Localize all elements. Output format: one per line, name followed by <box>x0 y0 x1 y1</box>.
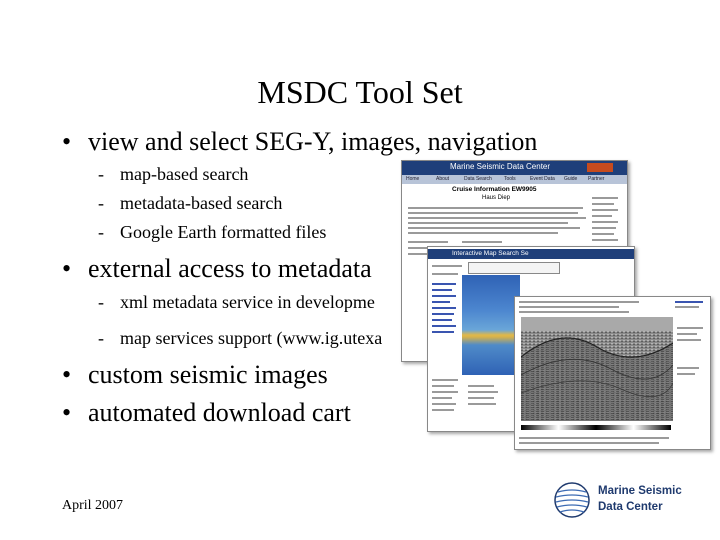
map-view <box>462 275 520 375</box>
cruise-heading: Cruise Information EW9905 <box>452 186 537 193</box>
msdc-logo <box>554 482 590 518</box>
bullet-custom-images: • custom seismic images <box>62 360 328 390</box>
bullet-marker: • <box>62 398 72 427</box>
bullet-text: external access to metadata <box>88 254 372 283</box>
bullet-marker: • <box>62 254 72 283</box>
bullet-text: custom seismic images <box>88 360 328 389</box>
sub-item: -map-based search <box>98 164 248 185</box>
site-title: Marine Seismic Data Center <box>450 162 551 171</box>
nav-home: Home <box>406 176 420 182</box>
slide-title: MSDC Tool Set <box>257 74 463 110</box>
bullet-text: view and select SEG-Y, images, navigatio… <box>88 127 538 156</box>
nav-guide: Guide <box>564 176 578 182</box>
logo-text-line1: Marine Seismic <box>598 485 682 497</box>
sub-item-text: map-based search <box>120 164 249 184</box>
sub-item-text: map services support (www.ig.utexa <box>120 328 383 348</box>
nav-tools: Tools <box>504 176 516 182</box>
dash-marker: - <box>98 222 104 242</box>
bullet-external-access: • external access to metadata <box>62 254 372 284</box>
side-panel <box>592 191 620 251</box>
nav-about: About <box>436 176 450 182</box>
dash-marker: - <box>98 292 104 312</box>
bullet-marker: • <box>62 360 72 389</box>
map-search-heading: Interactive Map Search Se <box>452 250 529 257</box>
partner-logo <box>587 163 613 172</box>
bullet-view-select: • view and select SEG-Y, images, navigati… <box>62 127 537 157</box>
bullet-download-cart: • automated download cart <box>62 398 351 428</box>
map-toolbar <box>468 262 560 274</box>
seismic-section-image <box>521 317 673 421</box>
site-nav: Home About Data Search Tools Event Data … <box>402 175 627 184</box>
bullet-marker: • <box>62 127 72 156</box>
logo-text-line2: Data Center <box>598 501 663 513</box>
sub-item-text: Google Earth formatted files <box>120 222 327 242</box>
nav-partner: Partner <box>588 176 605 182</box>
sub-item: -Google Earth formatted files <box>98 222 326 243</box>
cruise-subheading: Haus Diep <box>482 195 511 201</box>
nav-data-search: Data Search <box>464 176 492 182</box>
footer-date: April 2007 <box>62 498 124 513</box>
sub-item-text: xml metadata service in developme <box>120 292 375 312</box>
sub-item: -xml metadata service in developme <box>98 292 375 313</box>
scale-bar <box>521 425 671 430</box>
seismic-viewer-screenshot <box>514 296 711 450</box>
sub-item: -map services support (www.ig.utexa <box>98 328 382 349</box>
sub-item: -metadata-based search <box>98 193 282 214</box>
nav-event-data: Event Data <box>530 176 555 182</box>
bullet-text: automated download cart <box>88 398 351 427</box>
dash-marker: - <box>98 193 104 213</box>
map-search-banner: Interactive Map Search Se <box>428 249 634 259</box>
dash-marker: - <box>98 328 104 348</box>
site-banner: Marine Seismic Data Center <box>402 161 627 175</box>
dash-marker: - <box>98 164 104 184</box>
sub-item-text: metadata-based search <box>120 193 283 213</box>
